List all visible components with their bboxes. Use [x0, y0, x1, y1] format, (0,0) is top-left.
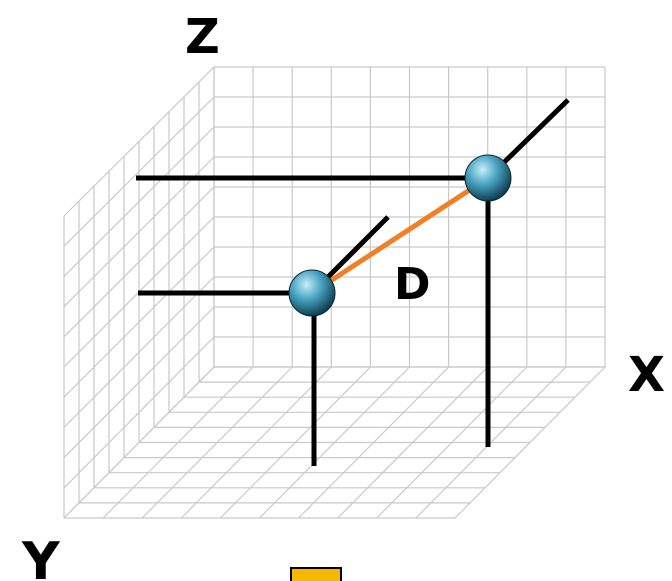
floor-grid-depth-line — [298, 366, 450, 519]
side-wall-grid — [63, 66, 215, 519]
point1-sphere-icon — [288, 269, 336, 317]
floor-grid-depth-line — [454, 366, 606, 519]
back-wall-grid — [213, 66, 606, 368]
distance-label: D — [394, 259, 431, 310]
side-grid-depth-line — [63, 246, 215, 398]
side-grid-depth-line — [63, 336, 215, 489]
corner-square-icon — [290, 567, 342, 581]
floor-grid-depth-line — [337, 366, 489, 519]
floor-grid-depth-line — [415, 366, 567, 519]
point2-sphere-icon — [464, 154, 512, 202]
side-grid-depth-line — [63, 366, 215, 519]
z-axis-label: Z — [185, 9, 220, 65]
side-grid-depth-line — [63, 306, 215, 459]
floor-grid-depth-line — [376, 366, 528, 519]
distance-line — [310, 175, 490, 296]
side-grid-depth-line — [63, 276, 215, 428]
x-axis-label: X — [628, 347, 665, 403]
floor-grid — [63, 366, 606, 519]
y-axis-label: Y — [21, 532, 61, 581]
